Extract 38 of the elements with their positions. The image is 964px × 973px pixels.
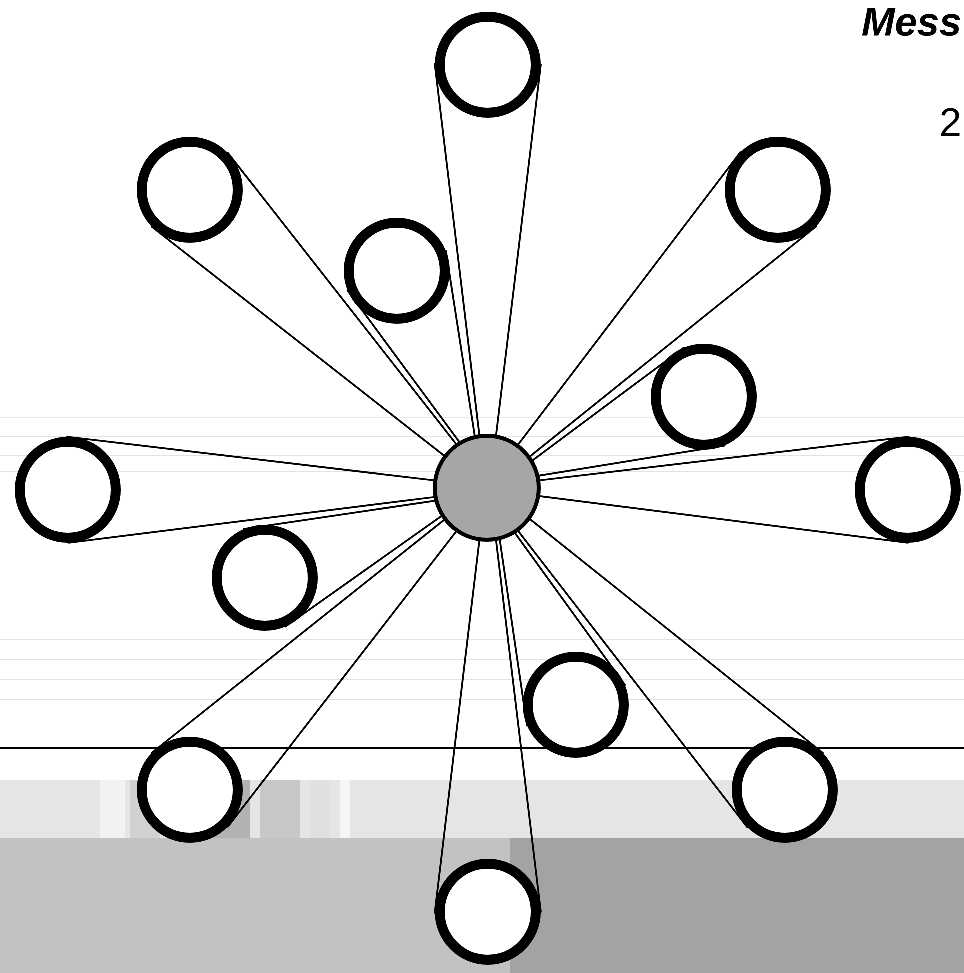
circle (855, 437, 962, 543)
connector-line (532, 346, 686, 462)
connector-line (539, 496, 909, 544)
circle (137, 737, 243, 843)
connector-line (538, 444, 726, 477)
connector-line (66, 436, 434, 482)
circle (435, 12, 541, 118)
connector-line (445, 250, 476, 436)
circle (212, 525, 318, 631)
connector-line (530, 226, 818, 458)
connector-line (434, 540, 480, 914)
connector-line (150, 226, 445, 456)
connector-line (518, 152, 742, 446)
connector-line (530, 518, 824, 754)
circle (725, 137, 831, 243)
connector-line (227, 152, 457, 445)
hub-circle (433, 434, 541, 542)
connector-line (284, 516, 442, 628)
circle (15, 437, 121, 543)
connector-line (227, 531, 457, 828)
connector-line (499, 539, 528, 727)
connector-line (495, 64, 542, 436)
heading-text: Mess (862, 8, 960, 36)
connector-line (495, 540, 542, 913)
connector-line (243, 500, 436, 530)
connector-line (514, 532, 626, 686)
connector-line (540, 436, 910, 482)
circle (651, 344, 757, 450)
circle (344, 218, 450, 324)
connector-line (68, 496, 435, 544)
circle (732, 737, 838, 843)
circle (137, 137, 243, 243)
connector-line (346, 290, 460, 443)
connector-line (150, 520, 445, 754)
connector-line (434, 63, 480, 436)
number-text: 2 (942, 108, 960, 136)
circle (523, 652, 629, 758)
circle (435, 859, 541, 965)
